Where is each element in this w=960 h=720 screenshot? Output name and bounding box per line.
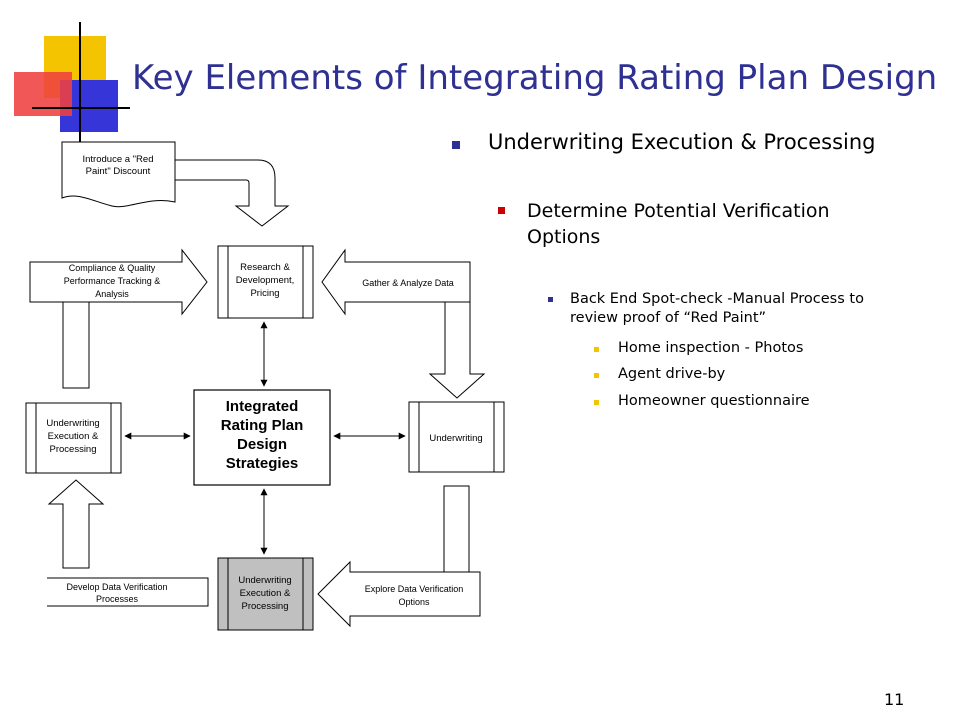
underwriting-left-label-line: Underwriting	[46, 418, 99, 429]
explore-block-arrow	[317, 560, 481, 628]
right-down-block-arrow	[428, 301, 486, 399]
page-number: 11	[884, 690, 905, 709]
bullet-level4-text: Agent drive-by	[618, 366, 726, 382]
underwriting-bottom-label-line: Processing	[242, 601, 289, 612]
research-label-line: Pricing	[250, 288, 279, 299]
bullet-level4: Home inspection - Photos	[594, 340, 803, 356]
left-up-block-arrow	[47, 479, 105, 569]
bullet-level4-text: Home inspection - Photos	[618, 340, 804, 356]
center-label-line: Integrated	[226, 398, 299, 415]
center-label-line: Strategies	[226, 455, 299, 472]
research-box: Research & Development, Pricing	[217, 245, 314, 319]
center-strategy-box: Integrated Rating Plan Design Strategies	[193, 389, 331, 486]
center-label-line: Design	[237, 436, 287, 453]
bullet-level1: Underwriting Execution & Processing	[450, 130, 876, 154]
explore-label-line: Explore Data Verification	[365, 584, 464, 594]
compliance-label-line: Performance Tracking &	[64, 276, 161, 286]
develop-bracket	[47, 577, 209, 607]
bullet-level3-text: Back End Spot-check -Manual Process to r…	[570, 291, 864, 326]
underwriting-bottom-label-line: Underwriting	[238, 575, 291, 586]
bullet-square-icon	[594, 400, 599, 405]
bullet-square-icon	[594, 347, 599, 352]
develop-label-line: Processes	[96, 594, 139, 604]
research-label-line: Development,	[236, 275, 295, 286]
research-label-line: Research &	[240, 262, 290, 273]
slide-title: Key Elements of Integrating Rating Plan …	[132, 58, 938, 98]
compliance-label-line: Compliance & Quality	[69, 263, 156, 273]
underwriting-left-label-line: Execution &	[48, 431, 99, 442]
compliance-block-arrow	[29, 248, 208, 316]
underwriting-right-box: Underwriting	[408, 401, 505, 473]
develop-label-line: Develop Data Verification	[66, 582, 167, 592]
deco-horizontal-line	[32, 107, 130, 109]
gather-label: Gather & Analyze Data	[362, 278, 454, 288]
bullet-square-icon	[594, 373, 599, 378]
bullet-level4: Homeowner questionnaire	[594, 393, 810, 409]
center-label-line: Rating Plan	[221, 417, 304, 434]
left-vertical-column	[62, 301, 90, 389]
bullet-level4: Agent drive-by	[594, 366, 725, 382]
bullet-square-icon	[452, 141, 460, 149]
bullet-level4-text: Homeowner questionnaire	[618, 393, 810, 409]
underwriting-right-label: Underwriting	[429, 433, 482, 444]
underwriting-bottom-box: Underwriting Execution & Processing	[217, 557, 314, 631]
bullet-level2-text: Determine Potential Verification Options	[527, 200, 830, 248]
red-paint-label-line: Paint" Discount	[86, 166, 151, 177]
bullet-level2: Determine Potential Verification Options	[498, 198, 898, 250]
deco-vertical-line	[79, 22, 81, 144]
right-vertical-column	[443, 485, 470, 573]
underwriting-left-label-line: Processing	[50, 444, 97, 455]
compliance-label-line: Analysis	[95, 289, 129, 299]
bullet-square-icon	[548, 297, 553, 302]
red-paint-label-line: Introduce a "Red	[83, 154, 154, 165]
underwriting-bottom-label-line: Execution &	[240, 588, 291, 599]
explore-label-line: Options	[398, 597, 430, 607]
bullet-level3: Back End Spot-check -Manual Process to r…	[548, 290, 908, 328]
red-paint-document-shape: Introduce a "Red Paint" Discount	[61, 141, 176, 208]
bullet-square-icon	[498, 207, 505, 214]
underwriting-left-box: Underwriting Execution & Processing	[25, 402, 122, 474]
bullet-level1-text: Underwriting Execution & Processing	[488, 130, 876, 154]
curved-block-arrow	[174, 159, 290, 227]
